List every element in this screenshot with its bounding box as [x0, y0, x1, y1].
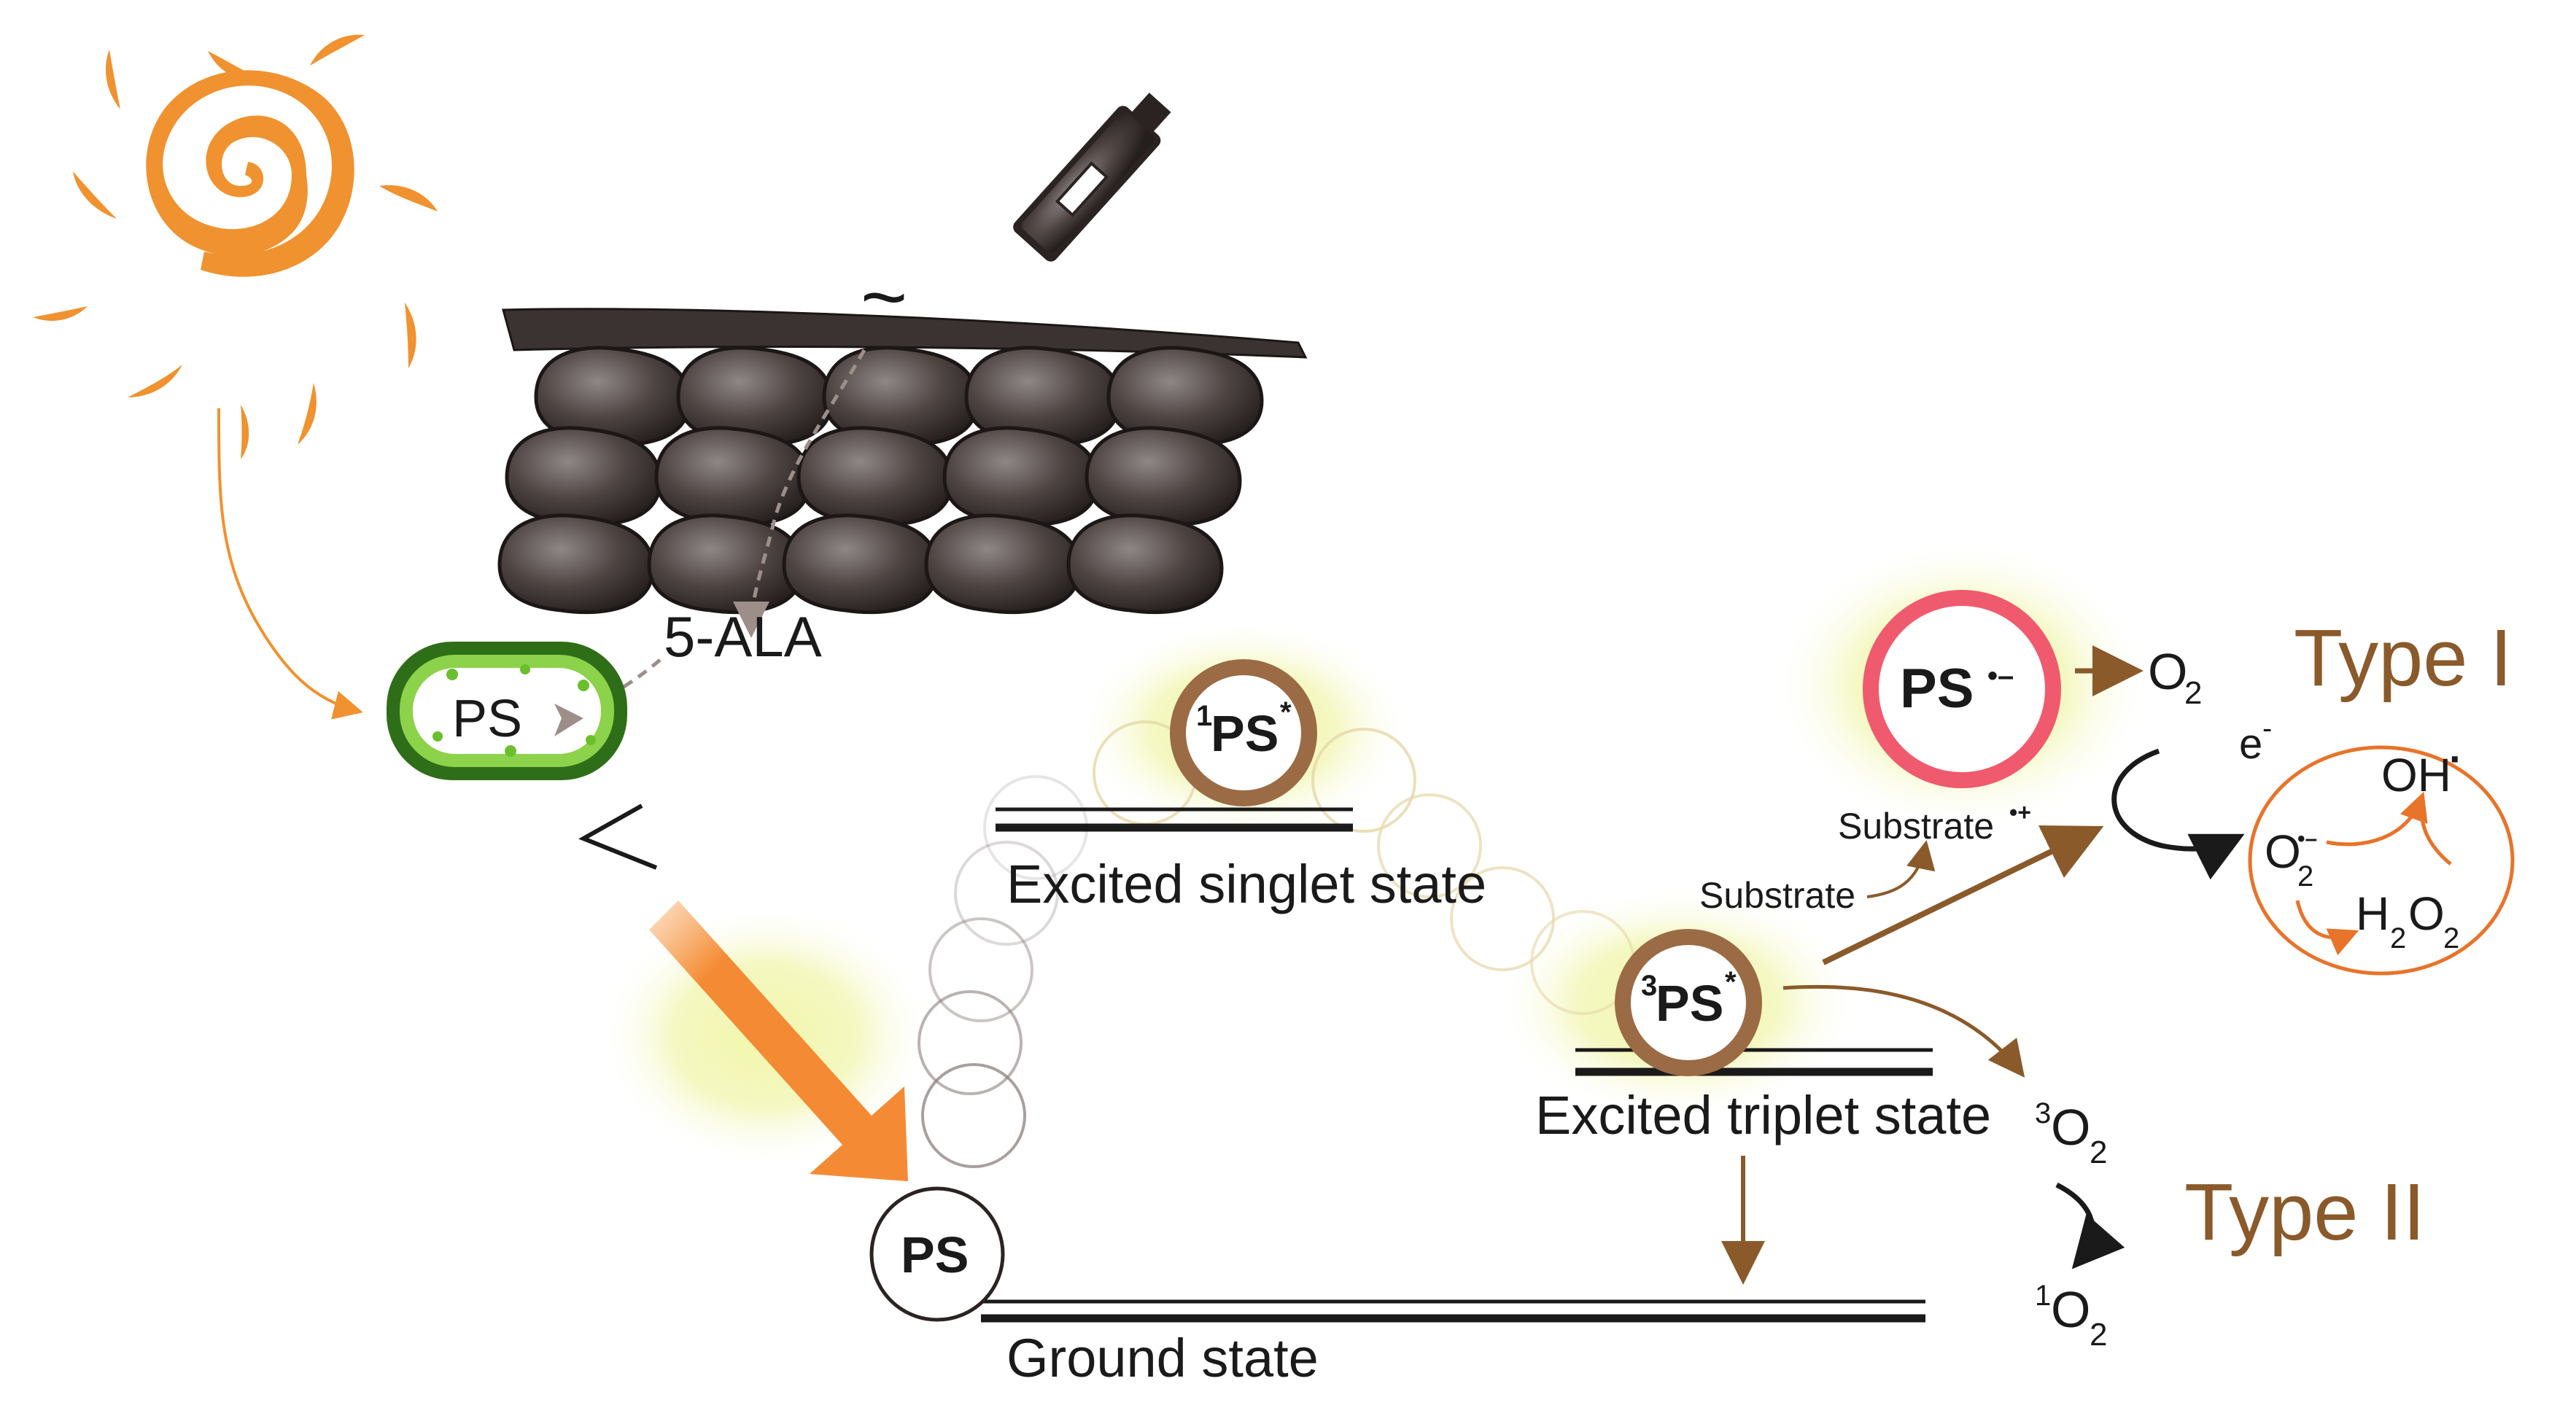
o2-type1-label: O: [2148, 643, 2187, 700]
svg-text:O: O: [2408, 887, 2445, 940]
singlet-o2-label: O: [2051, 1281, 2090, 1338]
singlet-o2-sub: 2: [2090, 1317, 2107, 1353]
radical-ps-charge: •–: [1987, 660, 2014, 692]
substrate-radical-label: Substrate: [1838, 806, 1994, 847]
ala-label: 5-ALA: [664, 604, 822, 669]
superoxide-sub: 2: [2297, 860, 2313, 892]
radical-ps-label: PS: [1900, 658, 1974, 720]
keratinocyte-cell: [497, 513, 655, 615]
superoxide-to-oh-arrow: [2326, 791, 2428, 847]
ros-circle: [2248, 745, 2515, 976]
ground-ps-label: PS: [901, 1226, 969, 1283]
electron-sup: -: [2262, 712, 2272, 744]
caret-mark: [578, 804, 658, 870]
sun-icon: [33, 34, 438, 459]
excitation-arrow: [649, 901, 908, 1181]
light-path-arrow: [217, 408, 363, 720]
transition-trail: [917, 775, 1088, 1168]
ps-cell: [387, 642, 627, 780]
singlet-state-label: Excited singlet state: [1006, 854, 1486, 914]
svg-text:2: 2: [2443, 922, 2459, 954]
energy-transfer-arrow: [2055, 1182, 2125, 1269]
electron-label: e: [2239, 720, 2262, 768]
triplet-ps-sup: 3: [1641, 970, 1657, 1002]
triplet-ps-star: *: [1725, 966, 1737, 998]
svg-text:2: 2: [2390, 922, 2406, 954]
type2-path-arrow: [1782, 984, 2025, 1078]
substrate-label: Substrate: [1699, 875, 1855, 916]
singlet-ps-sup: 1: [1196, 700, 1212, 732]
triplet-o2-sup: 3: [2035, 1097, 2051, 1129]
electron-transfer-arrow: [2111, 748, 2245, 880]
type1-path-arrow: [1822, 825, 2104, 965]
type2-label: Type II: [2184, 1167, 2425, 1257]
superoxide-label: O: [2265, 825, 2301, 878]
substrate-radical-sup: •+: [2009, 799, 2031, 825]
ps-cell-label: PS: [452, 690, 522, 748]
keratinocyte-cell: [654, 426, 812, 527]
ground-ps-circle: [869, 1186, 1005, 1322]
radical-ps-circle: [1863, 590, 2061, 788]
h2o2-label: H 2 O 2: [2356, 887, 2459, 954]
singlet-ps-star: *: [1280, 696, 1292, 728]
singlet-o2-sup: 1: [2035, 1280, 2051, 1312]
oh-dot: ·: [2449, 736, 2463, 782]
ala-penetration-path: [733, 349, 866, 638]
singlet-ps-label: PS: [1211, 705, 1279, 762]
type1-label: Type I: [2294, 613, 2513, 703]
keratinocyte-cell: [1085, 426, 1242, 527]
keratinocyte-cell: [1066, 513, 1224, 615]
singlet-ps-circle: [1170, 659, 1317, 806]
keratinocyte-cell: [647, 513, 804, 615]
keratinocyte-cell: [796, 426, 954, 527]
stratum-corneum: [502, 308, 1308, 359]
keratinocyte-cell: [782, 513, 939, 615]
o2-type1-sub: 2: [2184, 675, 2202, 711]
superoxide-sup: •–: [2297, 827, 2317, 851]
superoxide-to-h2o2-arrow: [2295, 900, 2359, 956]
keratinocyte-cell: [505, 426, 662, 527]
keratinocyte-cell: [924, 513, 1082, 615]
triplet-o2-sub: 2: [2090, 1135, 2107, 1170]
triplet-ps-circle: [1615, 929, 1762, 1076]
svg-text:H: H: [2356, 887, 2389, 940]
substrate-curve: [1866, 840, 1936, 898]
oh-label: OH: [2381, 749, 2451, 801]
singlet-level: [996, 807, 1353, 832]
ground-state-label: Ground state: [1006, 1328, 1319, 1388]
triplet-o2-label: O: [2051, 1099, 2090, 1156]
h2o2-to-oh-arrow: [2419, 798, 2452, 866]
skin-tissue: [497, 308, 1308, 638]
triplet-ps-label: PS: [1656, 975, 1723, 1032]
ground-level: [981, 1299, 1925, 1323]
triplet-state-label: Excited triplet state: [1535, 1085, 1991, 1146]
keratinocyte-cell: [942, 426, 1100, 527]
cream-tube-icon: [1013, 93, 1171, 262]
